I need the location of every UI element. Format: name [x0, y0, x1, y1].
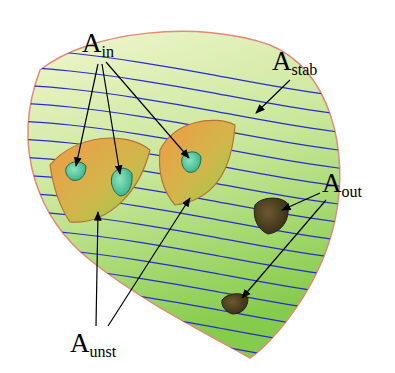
stability-region — [28, 31, 340, 358]
contour-line — [0, 282, 395, 338]
contour-line — [0, 264, 395, 320]
leader-line — [282, 193, 320, 210]
outer-region — [222, 294, 248, 314]
leader-line — [106, 62, 189, 158]
contour-line — [0, 48, 395, 104]
contour-line — [0, 228, 395, 284]
leader-line — [96, 212, 98, 326]
inner-label: Ain — [82, 30, 114, 60]
inner-region — [182, 152, 201, 172]
inner-region — [111, 168, 132, 196]
unstable-label: Aunst — [70, 330, 116, 360]
contour-line — [0, 336, 395, 373]
contour-line — [0, 300, 395, 356]
contour-line — [0, 66, 395, 122]
leader-lines — [76, 62, 326, 326]
leader-line — [108, 198, 190, 326]
leader-line — [242, 200, 326, 298]
outer-label: Aout — [322, 170, 362, 200]
outer-region — [254, 198, 288, 234]
contour-line — [0, 246, 395, 302]
unstable-region — [50, 138, 150, 222]
leader-line — [76, 64, 98, 166]
contour-line — [0, 318, 395, 373]
contour-line — [0, 210, 395, 266]
contour-lines — [0, 48, 395, 373]
leader-line — [102, 64, 120, 174]
unstable-region — [160, 120, 235, 205]
leader-line — [256, 80, 290, 113]
stable-label: Astab — [272, 48, 317, 78]
